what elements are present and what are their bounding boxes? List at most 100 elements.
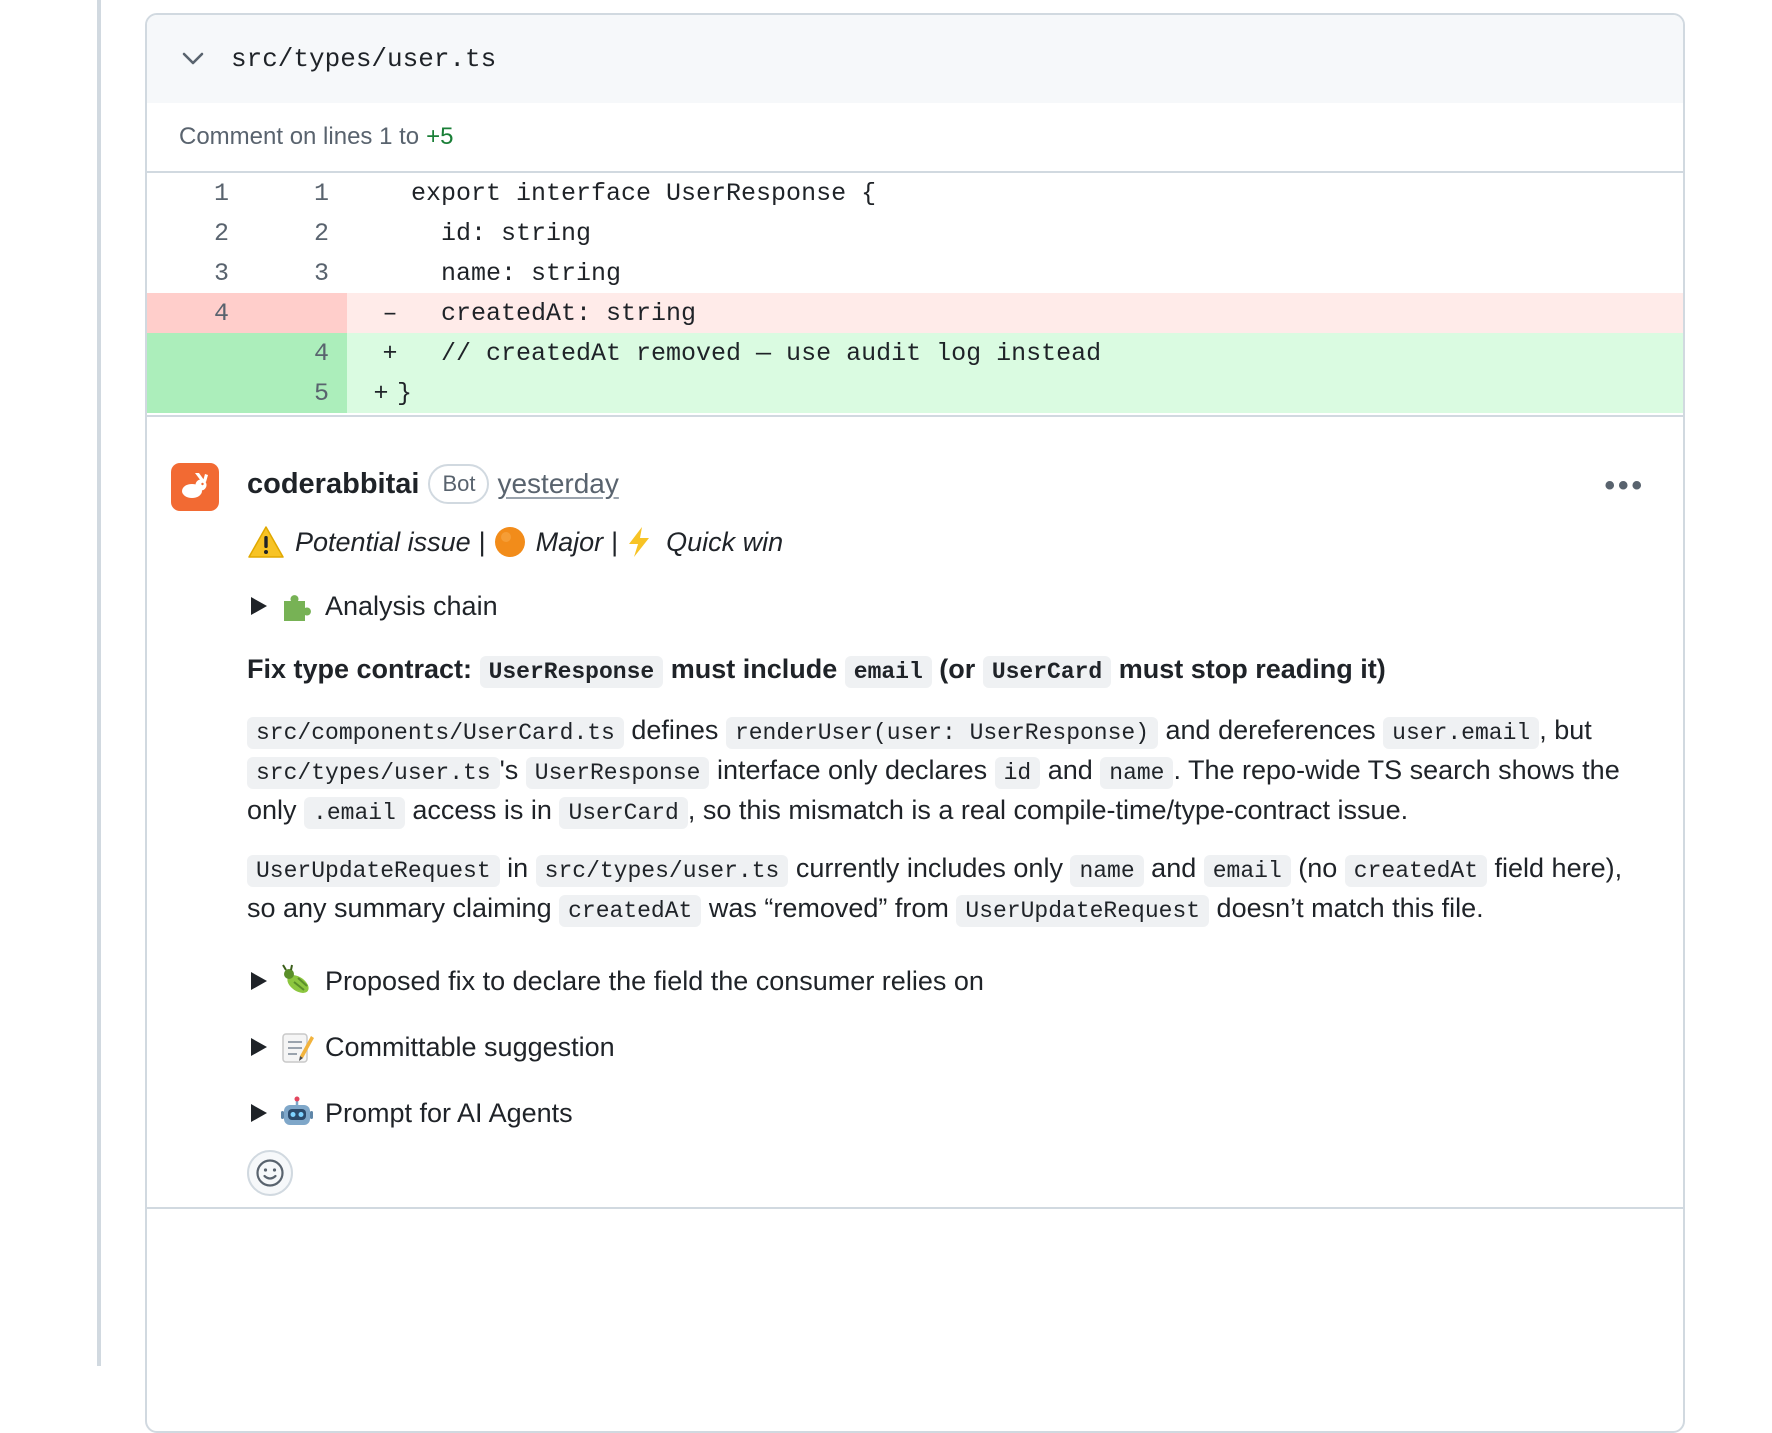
review-comment-card: src/types/user.ts Comment on lines 1 to … bbox=[145, 13, 1685, 1433]
text: 's bbox=[499, 755, 526, 785]
details-committable-suggestion[interactable]: Committable suggestion bbox=[247, 1024, 1643, 1070]
details-label: Analysis chain bbox=[325, 590, 498, 621]
tag-potential-issue: Potential issue bbox=[295, 526, 471, 557]
paragraph: UserUpdateRequest in src/types/user.ts c… bbox=[247, 850, 1643, 930]
old-line-number[interactable]: 4 bbox=[213, 298, 229, 328]
lightning-icon bbox=[626, 526, 652, 558]
text: doesn’t match this file. bbox=[1209, 893, 1484, 923]
rabbit-icon bbox=[182, 473, 208, 498]
text: in bbox=[499, 853, 536, 883]
diff-row-deletion: 4 – createdAt: string bbox=[147, 293, 1683, 333]
disclosure-triangle-icon bbox=[251, 597, 267, 615]
details-proposed-fix[interactable]: Proposed fix to declare the field the co… bbox=[247, 958, 1643, 1004]
new-line-number[interactable]: 4 bbox=[313, 338, 329, 368]
comment-range: Comment on lines 1 to +5 bbox=[147, 103, 1683, 173]
smiley-icon bbox=[256, 1159, 284, 1187]
inline-code: name bbox=[1100, 757, 1174, 789]
text: interface only declares bbox=[709, 755, 995, 785]
inline-code: id bbox=[994, 757, 1041, 789]
details-label: Proposed fix to declare the field the co… bbox=[325, 965, 984, 996]
diff-marker: + bbox=[373, 378, 389, 408]
text: , so this mismatch is a real compile-tim… bbox=[687, 795, 1409, 825]
warning-icon bbox=[247, 525, 285, 559]
diff-row-addition: 5 +} bbox=[147, 373, 1683, 413]
chevron-down-icon[interactable] bbox=[177, 43, 209, 75]
old-line-number[interactable]: 2 bbox=[213, 218, 229, 248]
author-name[interactable]: coderabbitai bbox=[247, 467, 420, 500]
tag-effort: Quick win bbox=[666, 526, 784, 557]
text: and bbox=[1040, 755, 1101, 785]
old-line-number[interactable]: 3 bbox=[213, 258, 229, 288]
divider bbox=[147, 1207, 1683, 1209]
inline-code: email bbox=[844, 656, 932, 688]
disclosure-triangle-icon bbox=[251, 1104, 267, 1122]
text: field here), so any summary claiming bbox=[247, 853, 1623, 923]
text: currently includes only bbox=[788, 853, 1071, 883]
details-label: Committable suggestion bbox=[325, 1031, 615, 1062]
inline-code: src/types/user.ts bbox=[535, 855, 789, 887]
bot-badge: Bot bbox=[428, 464, 490, 504]
diff-code: name: string bbox=[411, 258, 622, 288]
disclosure-triangle-icon bbox=[251, 1038, 267, 1056]
inline-code: name bbox=[1070, 855, 1144, 887]
file-header: src/types/user.ts bbox=[147, 15, 1683, 103]
timeline-line bbox=[97, 0, 101, 1366]
orange-circle-icon bbox=[494, 526, 526, 558]
add-reaction-button[interactable] bbox=[247, 1150, 293, 1196]
comment-range-end: +5 bbox=[426, 123, 454, 150]
new-line-number[interactable]: 2 bbox=[313, 218, 329, 248]
text: and bbox=[1143, 853, 1204, 883]
diff-code: export interface UserResponse { bbox=[411, 178, 877, 208]
inline-code: .email bbox=[304, 797, 405, 829]
issue-tags: Potential issue | Major | Quick win bbox=[247, 517, 1643, 567]
bug-icon bbox=[279, 963, 315, 999]
heading-text: must stop reading it) bbox=[1118, 654, 1386, 684]
diff-row-addition: 4 + // createdAt removed — use audit log… bbox=[147, 333, 1683, 373]
details-analysis-chain[interactable]: Analysis chain bbox=[247, 583, 1643, 629]
inline-code: UserResponse bbox=[479, 656, 664, 688]
more-options-icon[interactable]: ••• bbox=[1604, 469, 1645, 502]
inline-code: email bbox=[1203, 855, 1291, 887]
avatar[interactable] bbox=[171, 463, 219, 511]
text: and dereferences bbox=[1158, 715, 1384, 745]
inline-code: renderUser(user: UserResponse) bbox=[725, 717, 1159, 749]
text: access is in bbox=[404, 795, 560, 825]
inline-code: createdAt bbox=[1344, 855, 1488, 887]
diff-marker: + bbox=[382, 338, 398, 368]
memo-icon bbox=[279, 1029, 315, 1065]
tag-separator: | bbox=[478, 526, 486, 557]
details-label: Prompt for AI Agents bbox=[325, 1097, 573, 1128]
heading-text: must include bbox=[670, 654, 838, 684]
new-line-number[interactable]: 3 bbox=[313, 258, 329, 288]
paragraph: src/components/UserCard.ts defines rende… bbox=[247, 712, 1643, 832]
inline-code: UserUpdateRequest bbox=[956, 895, 1210, 927]
comment-body: Potential issue | Major | Quick win Anal… bbox=[247, 517, 1643, 1196]
file-path[interactable]: src/types/user.ts bbox=[231, 44, 497, 74]
text: was “removed” from bbox=[701, 893, 957, 923]
diff-code: // createdAt removed — use audit log ins… bbox=[411, 338, 1102, 368]
inline-code: createdAt bbox=[559, 895, 702, 927]
text: , but bbox=[1539, 715, 1592, 745]
comment-timestamp[interactable]: yesterday bbox=[497, 468, 619, 499]
new-line-number[interactable]: 5 bbox=[313, 378, 329, 408]
diff-row: 3 3 name: string bbox=[147, 253, 1683, 293]
text: . The repo-wide TS search shows the only bbox=[247, 755, 1620, 825]
inline-code: src/components/UserCard.ts bbox=[247, 717, 624, 749]
issue-heading: Fix type contract: UserResponse must inc… bbox=[247, 647, 1643, 694]
new-line-number[interactable]: 1 bbox=[313, 178, 329, 208]
inline-code: UserCard bbox=[982, 656, 1112, 688]
comment: coderabbitai Bot yesterday ••• Potential… bbox=[147, 417, 1683, 1196]
diff-row: 1 1 export interface UserResponse { bbox=[147, 173, 1683, 213]
diff-marker: – bbox=[382, 298, 398, 328]
diff-code: createdAt: string bbox=[411, 298, 697, 328]
inline-code: user.email bbox=[1383, 717, 1540, 749]
inline-code: UserCard bbox=[559, 797, 688, 829]
details-prompt-for-ai-agents[interactable]: Prompt for AI Agents bbox=[247, 1090, 1643, 1136]
tag-separator: | bbox=[611, 526, 619, 557]
heading-text: Fix type contract: bbox=[247, 654, 473, 684]
puzzle-piece-icon bbox=[279, 588, 315, 624]
text: (no bbox=[1290, 853, 1345, 883]
robot-icon bbox=[279, 1095, 315, 1131]
old-line-number[interactable]: 1 bbox=[213, 178, 229, 208]
